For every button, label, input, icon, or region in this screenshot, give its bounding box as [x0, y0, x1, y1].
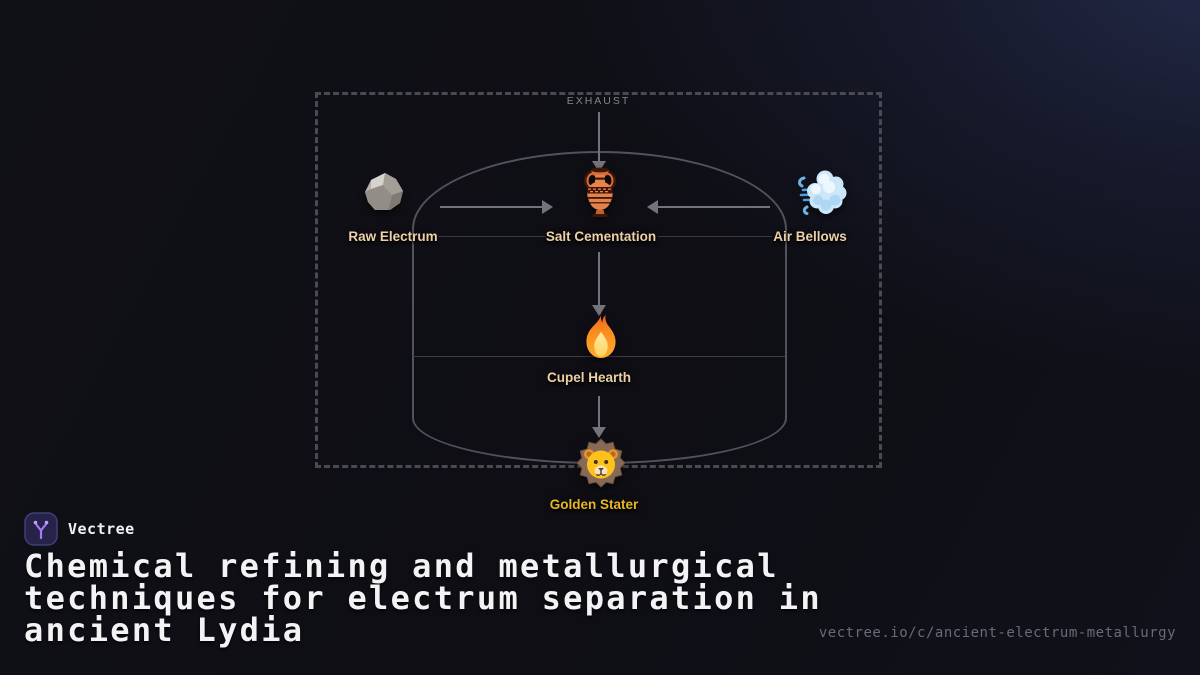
- rock-icon: [358, 167, 410, 219]
- lion-icon: [576, 436, 626, 490]
- card-url: vectree.io/c/ancient-electrum-metallurgy: [818, 625, 1176, 641]
- title-line-1: Chemical refining and metallurgical: [24, 547, 779, 585]
- node-label-raw-electrum: Raw Electrum: [348, 229, 438, 244]
- arrow-fire-to-lion-line: [598, 396, 600, 428]
- arrow-rock-to-amphora-line: [440, 206, 542, 208]
- exhaust-cluster-label: EXHAUST: [566, 95, 631, 107]
- arrow-fire-to-lion-head: [592, 427, 606, 438]
- fire-icon: [579, 309, 623, 359]
- arrow-bellows-to-amphora-head: [647, 200, 658, 214]
- node-label-cupel-hearth: Cupel Hearth: [546, 370, 632, 385]
- arrow-rock-to-amphora-head: [542, 200, 553, 214]
- brand-row: Vectree: [24, 512, 135, 546]
- arrow-amphora-to-fire-head: [592, 305, 606, 316]
- arrow-exhaust-head: [592, 161, 606, 172]
- vectree-logo-icon: [24, 512, 58, 546]
- amphora-icon: [578, 166, 622, 218]
- title-line-3: ancient Lydia: [24, 611, 305, 649]
- node-label-air-bellows: Air Bellows: [773, 229, 847, 244]
- brand-name: Vectree: [68, 520, 135, 538]
- page-title: Chemical refining and metallurgical tech…: [24, 550, 1124, 646]
- arrow-bellows-to-amphora-line: [658, 206, 770, 208]
- title-line-2: techniques for electrum separation in: [24, 579, 822, 617]
- arrow-amphora-to-fire-line: [598, 252, 600, 306]
- arrow-exhaust-line: [598, 112, 600, 162]
- edge-rawelectrum-cementation: [438, 236, 546, 237]
- node-label-salt-cementation: Salt Cementation: [545, 229, 657, 244]
- edge-cementation-bellows: [658, 236, 772, 237]
- node-label-golden-stater: Golden Stater: [549, 497, 639, 512]
- wind-icon: [795, 167, 847, 217]
